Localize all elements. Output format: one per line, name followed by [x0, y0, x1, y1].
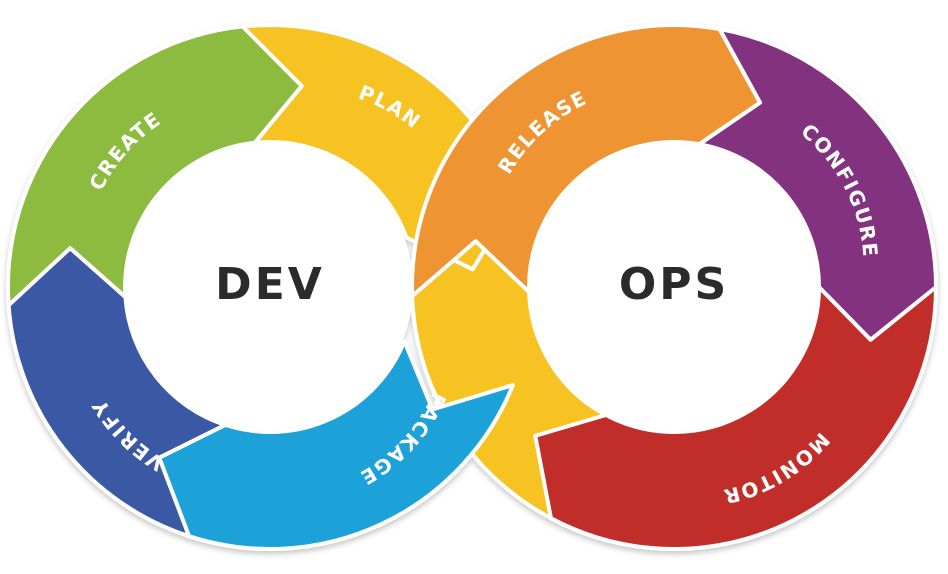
segment-package	[157, 339, 515, 551]
center-disc-dev	[127, 144, 413, 430]
center-disc-ops	[531, 144, 817, 430]
segment-verify	[6, 246, 228, 539]
segment-release	[410, 23, 762, 299]
segment-configure	[697, 27, 938, 342]
center-label-ops: OPS	[619, 259, 729, 310]
center-label-dev: DEV	[215, 259, 325, 310]
segment-create	[6, 24, 304, 308]
segment-monitor	[533, 285, 938, 551]
